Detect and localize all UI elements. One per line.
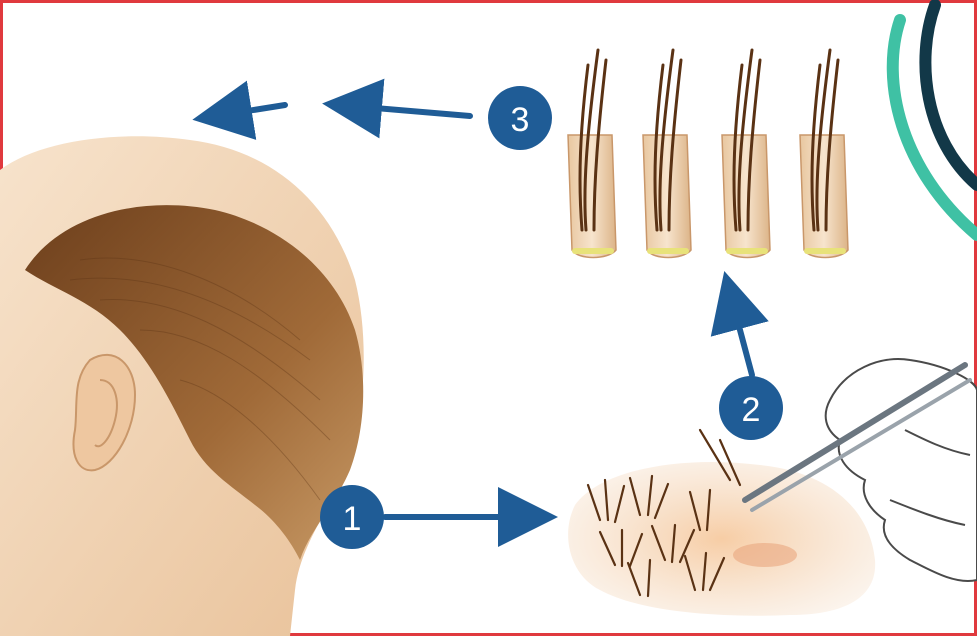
- follicle-graft: [722, 50, 770, 258]
- follicle-graft: [643, 50, 691, 258]
- step-badge-3: 3: [488, 86, 552, 150]
- step-label-1: 1: [343, 500, 362, 538]
- step-badge-1: 1: [320, 485, 384, 549]
- arrow-icon-step3-a: [352, 106, 470, 116]
- scalp-sample: [568, 430, 875, 616]
- step-label-3: 3: [511, 101, 530, 139]
- step-label-2: 2: [742, 391, 761, 429]
- follicle-graft-row: [568, 50, 848, 258]
- brand-logo-arcs: [893, 5, 977, 235]
- follicle-graft: [800, 50, 848, 258]
- arrow-icon-step3-b: [222, 105, 285, 115]
- head-illustration: [0, 136, 364, 636]
- follicle-graft: [568, 50, 616, 258]
- step-badge-2: 2: [719, 376, 783, 440]
- arrow-icon-step2: [732, 300, 752, 375]
